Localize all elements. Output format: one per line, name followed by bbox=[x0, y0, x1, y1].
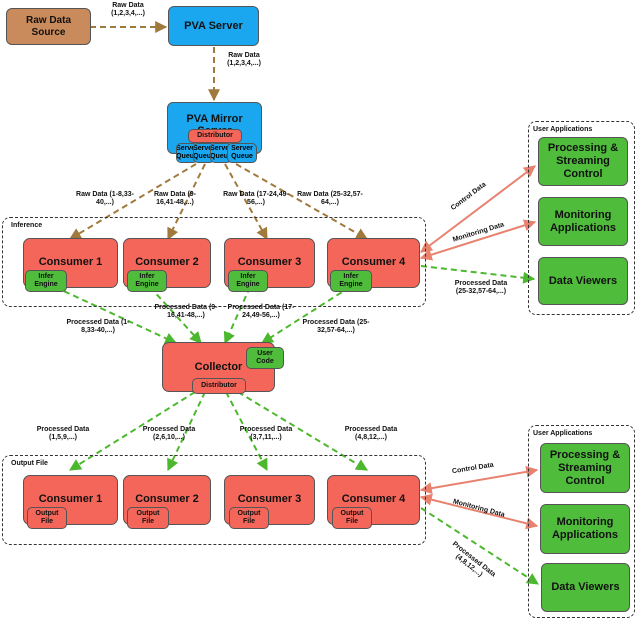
edge-consumer1-to-collector bbox=[54, 286, 178, 344]
edge-consumer4-to-dataviewers-top bbox=[420, 265, 536, 284]
label-mirror-to-consumer3: Raw Data (17-24,49-56,...) bbox=[223, 191, 289, 206]
server-queue-4: Server Queue bbox=[227, 143, 257, 163]
edge-consumer2-to-collector bbox=[149, 286, 202, 344]
label-collector-to-consumer1: Processed Data (1,5,9,...) bbox=[36, 426, 90, 441]
edge-consumer4-to-collector bbox=[260, 286, 351, 344]
label-consumer1-to-collector: Processed Data (1-8,33-40,...) bbox=[66, 319, 130, 334]
processing-streaming-control-bottom: Processing & Streaming Control bbox=[540, 443, 630, 493]
label-consumer4-to-collector: Processed Data (25-32,57-64,...) bbox=[302, 319, 370, 334]
raw-data-source-node: Raw Data Source bbox=[6, 8, 91, 45]
monitoring-applications-bottom: Monitoring Applications bbox=[540, 504, 630, 554]
label-collector-to-consumer2: Processed Data (2,6,10,...) bbox=[142, 426, 196, 441]
label-collector-to-consumer3: Processed Data (3,7,11,...) bbox=[239, 426, 293, 441]
edge-collector-to-consumer1 bbox=[68, 391, 196, 471]
infer-engine-4: Infer Engine bbox=[330, 270, 372, 292]
output-file-1: Output File bbox=[27, 507, 67, 529]
monitoring-applications-top: Monitoring Applications bbox=[538, 197, 628, 246]
data-viewers-top: Data Viewers bbox=[538, 257, 628, 305]
edge-collector-to-consumer3 bbox=[225, 391, 268, 472]
edge-collector-to-consumer2 bbox=[167, 391, 206, 472]
mirror-distributor-node: Distributor bbox=[188, 129, 242, 143]
label-consumer2-to-collector: Processed Data (9-16,41-48,...) bbox=[154, 304, 218, 319]
infer-engine-2: Infer Engine bbox=[127, 270, 167, 292]
edge-monitoring-bottom bbox=[419, 493, 539, 530]
user-applications-bottom-label: User Applications bbox=[533, 430, 593, 437]
edge-control-bottom bbox=[419, 465, 539, 495]
label-collector-to-consumer4: Processed Data (4,8,12,...) bbox=[344, 426, 398, 441]
collector-distributor-node: Distributor bbox=[192, 378, 246, 394]
output-file-4: Output File bbox=[332, 507, 372, 529]
edge-mirror-to-consumer2 bbox=[167, 163, 206, 241]
label-mirror-to-consumer4: Raw Data (25-32,57-64,...) bbox=[297, 191, 363, 206]
edge-consumer3-to-collector bbox=[223, 286, 251, 345]
inference-group: Inference bbox=[2, 217, 426, 307]
infer-engine-3: Infer Engine bbox=[228, 270, 268, 292]
label-source-to-pva: Raw Data (1,2,3,4,...) bbox=[111, 2, 145, 17]
pva-server-node: PVA Server bbox=[168, 6, 259, 46]
user-code-node: User Code bbox=[246, 347, 284, 369]
user-applications-top-label: User Applications bbox=[533, 126, 593, 133]
label-processed-top: Processed Data (25-32,57-64,...) bbox=[454, 280, 508, 295]
server-queue-3: Server Queue bbox=[210, 143, 232, 163]
edge-mirror-to-consumer1 bbox=[68, 163, 197, 240]
label-consumer3-to-collector: Processed Data (17-24,49-56,...) bbox=[227, 304, 295, 319]
inference-group-label: Inference bbox=[11, 222, 43, 229]
edge-collector-to-consumer4 bbox=[237, 391, 369, 471]
label-mirror-to-consumer1: Raw Data (1-8,33-40,...) bbox=[76, 191, 134, 206]
processing-streaming-control-top: Processing & Streaming Control bbox=[538, 137, 628, 186]
server-queue-2: Server Queue bbox=[193, 143, 215, 163]
edge-monitoring-top bbox=[419, 219, 537, 261]
label-mirror-to-consumer2: Raw Data (9-16,41-48,...) bbox=[153, 191, 196, 206]
data-viewers-bottom: Data Viewers bbox=[541, 563, 630, 612]
output-file-2: Output File bbox=[127, 507, 169, 529]
output-file-3: Output File bbox=[229, 507, 269, 529]
label-pva-to-mirror: Raw Data (1,2,3,4,...) bbox=[227, 52, 261, 67]
edge-mirror-to-consumer4 bbox=[235, 163, 369, 240]
infer-engine-1: Infer Engine bbox=[25, 270, 67, 292]
output-file-group-label: Output File bbox=[11, 460, 48, 467]
edge-mirror-to-consumer3 bbox=[224, 163, 268, 241]
